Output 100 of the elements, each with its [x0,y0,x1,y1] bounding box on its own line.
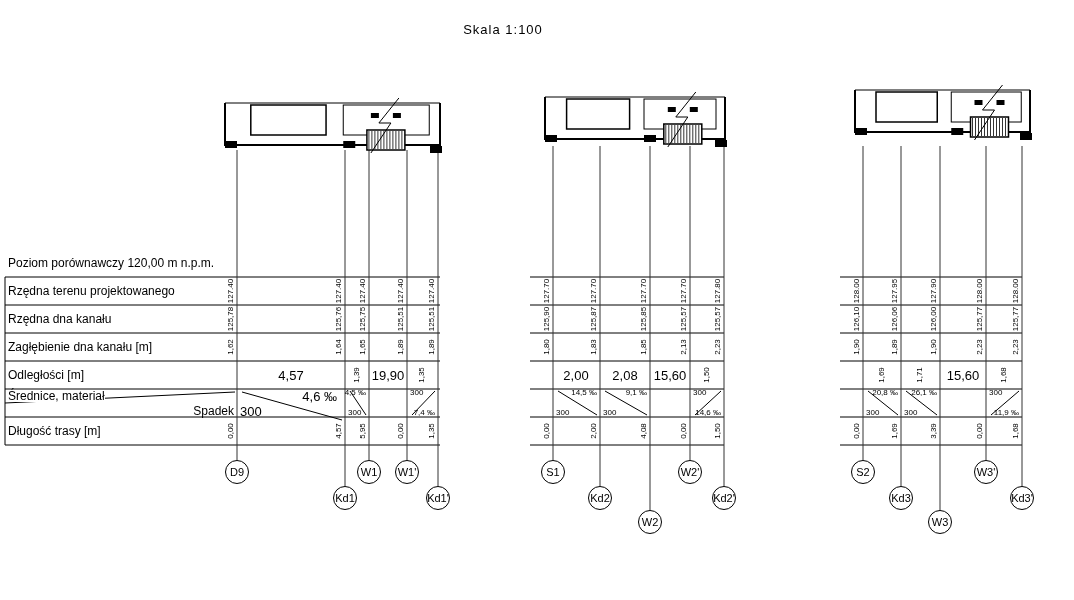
elevation-value: 127.70 [640,278,648,304]
elevation-value: 125,78 [227,306,235,332]
diameter-value: 300 [866,409,880,417]
distance-value: 2,00 [563,368,589,382]
scale-title: Skala 1:100 [463,22,543,36]
station-circle: W2' [678,460,702,484]
chainage-value: 2,00 [590,423,598,439]
station-circle: W1' [395,460,419,484]
station-circle: Kd1 [333,486,357,510]
elevation-value: 2,23 [714,339,722,355]
slope-value: 4,5 ‰ [344,389,366,397]
elevation-value: 2,23 [976,339,984,355]
elevation-value: 125,57 [714,306,722,332]
chainage-value: 5,95 [359,423,367,439]
slope-value: 20,8 ‰ [872,389,898,397]
distance-value: 1,39 [353,367,361,383]
elevation-value: 126,00 [930,306,938,332]
row-header: Rzędna terenu projektowanego [8,285,175,297]
diameter-value: 300 [556,409,570,417]
row-header: Odległości [m] [8,369,85,381]
elevation-value: 128.00 [853,278,861,304]
elevation-value: 125,51 [397,306,405,332]
chainage-value: 4,57 [335,423,343,439]
distance-value: 4,57 [278,368,304,382]
diameter-value: 300 [989,389,1003,397]
slope-value: 14,5 ‰ [571,389,597,397]
row-header: Długość trasy [m] [8,425,101,437]
elevation-value: 2,23 [1012,339,1020,355]
distance-value: 15,60 [946,368,980,382]
elevation-value: 1,89 [428,339,436,355]
station-circle: W3 [928,510,952,534]
station-circle: W1 [357,460,381,484]
elevation-value: 127.70 [680,278,688,304]
diameter-value: 300 [410,389,424,397]
slope-value: 4,6 ‰ [302,389,337,403]
elevation-value: 126,06 [891,306,899,332]
station-circle: Kd3 [889,486,913,510]
station-circle: W3' [974,460,998,484]
chainage-value: 0,00 [227,423,235,439]
chainage-value: 4,08 [640,423,648,439]
elevation-value: 127.80 [714,278,722,304]
elevation-value: 125,77 [976,306,984,332]
diameter-value: 300 [904,409,918,417]
diameter-value: 300 [603,409,617,417]
diameter-value: 300 [240,404,262,418]
station-circle: S2 [851,460,875,484]
chainage-value: 0,00 [397,423,405,439]
slope-value: 9,1 ‰ [625,389,647,397]
elevation-value: 127.40 [227,278,235,304]
elevation-value: 1,80 [543,339,551,355]
elevation-value: 125,90 [543,306,551,332]
elevation-value: 127.70 [543,278,551,304]
distance-value: 1,35 [418,367,426,383]
elevation-value: 127.40 [428,278,436,304]
elevation-value: 128.00 [1012,278,1020,304]
elevation-value: 127.40 [397,278,405,304]
elevation-value: 1,85 [640,339,648,355]
slope-value: 26,1 ‰ [911,389,937,397]
slope-value: 7,4 ‰ [413,409,435,417]
elevation-value: 1,62 [227,339,235,355]
elevation-value: 1,90 [853,339,861,355]
elevation-value: 1,89 [397,339,405,355]
elevation-value: 125,57 [680,306,688,332]
elevation-value: 2,13 [680,339,688,355]
elevation-value: 126,10 [853,306,861,332]
station-circle: D9 [225,460,249,484]
station-circle: S1 [541,460,565,484]
station-circle: Kd3' [1010,486,1034,510]
elevation-value: 125,87 [590,306,598,332]
row-header: Zagłębienie dna kanału [m] [8,341,153,353]
distance-value: 1,68 [1000,367,1008,383]
elevation-value: 127.70 [590,278,598,304]
diameter-value: 300 [693,389,707,397]
elevation-value: 125,85 [640,306,648,332]
station-circle: W2 [638,510,662,534]
row-header: Rzędna dna kanału [8,313,112,325]
station-circle: Kd2' [712,486,736,510]
elevation-value: 125,76 [335,306,343,332]
chainage-value: 1,50 [714,423,722,439]
station-circle: Kd2 [588,486,612,510]
elevation-value: 127.40 [359,278,367,304]
elevation-value: 128.00 [976,278,984,304]
elevation-value: 125,51 [428,306,436,332]
elevation-value: 1,64 [335,339,343,355]
distance-value: 1,69 [878,367,886,383]
row-header: Średnice, materiał [8,390,105,402]
elevation-value: 1,90 [930,339,938,355]
chainage-value: 3,39 [930,423,938,439]
elevation-value: 125,77 [1012,306,1020,332]
distance-value: 15,60 [653,368,687,382]
station-circle: Kd1' [426,486,450,510]
elevation-value: 125,75 [359,306,367,332]
distance-value: 1,50 [703,367,711,383]
distance-value: 1,71 [916,367,924,383]
distance-value: 2,08 [612,368,638,382]
chainage-value: 1,69 [891,423,899,439]
slope-value: 11,9 ‰ [993,409,1019,417]
chainage-value: 1,68 [1012,423,1020,439]
elevation-value: 127.95 [891,278,899,304]
elevation-value: 1,65 [359,339,367,355]
